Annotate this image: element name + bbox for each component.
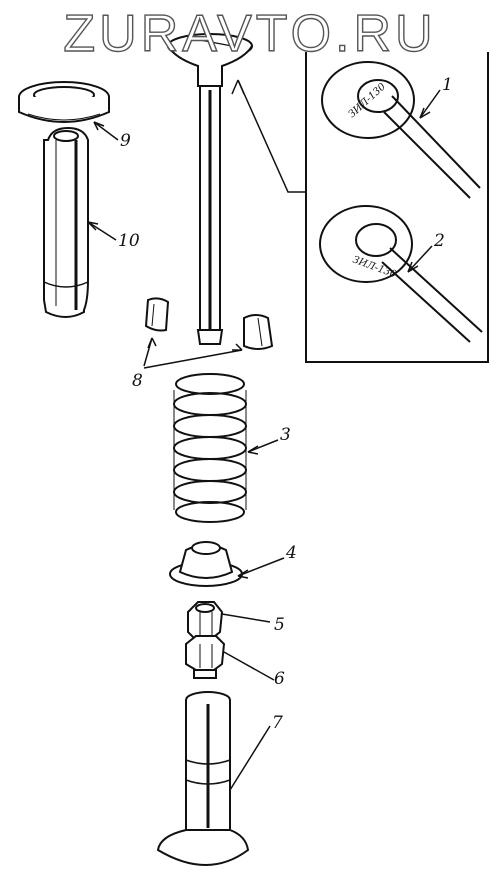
- callout-3: 3: [280, 425, 291, 445]
- watermark-text: ZURAVTO.RU: [63, 4, 437, 63]
- callout-4: 4: [286, 543, 297, 563]
- part-5-nut: [187, 601, 224, 641]
- callout-2: 2: [434, 231, 445, 251]
- part-3-valve-spring: [173, 373, 247, 523]
- leader-lines: [87, 89, 441, 791]
- callout-9: 9: [120, 131, 131, 151]
- part-10-valve-guide: [43, 126, 89, 318]
- callout-5: 5: [274, 615, 285, 635]
- part-9-ring: [18, 81, 110, 123]
- inset-detail: [231, 52, 489, 363]
- part-4-spring-retainer: [169, 541, 243, 587]
- callout-6: 6: [274, 669, 285, 689]
- valve: [167, 33, 253, 345]
- callout-1: 1: [442, 75, 453, 95]
- callout-7: 7: [272, 713, 283, 733]
- callout-8: 8: [132, 371, 143, 391]
- part-7-tappet: [156, 691, 250, 866]
- callout-10: 10: [118, 231, 140, 251]
- part-8-valve-keepers: [144, 297, 274, 350]
- part-6-adjusting-screw: [185, 635, 226, 679]
